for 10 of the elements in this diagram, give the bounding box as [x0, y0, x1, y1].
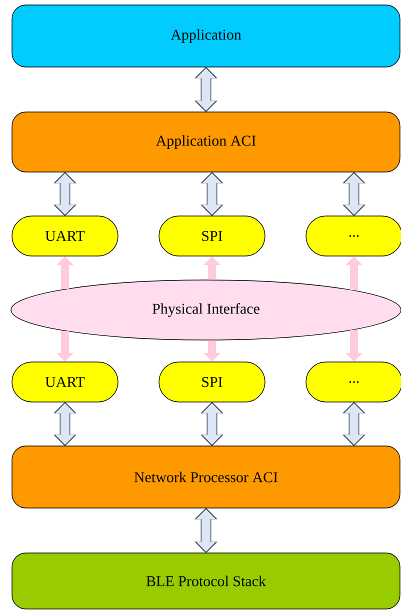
layer-box: Application ACI	[12, 112, 400, 172]
interface-pill: SPI	[158, 216, 266, 256]
interface-pill: UART	[12, 362, 118, 402]
layer-box: BLE Protocol Stack	[12, 552, 400, 610]
interface-pill: ...	[306, 362, 401, 402]
layer-box: Network Processor ACI	[12, 446, 400, 508]
interface-pill: SPI	[158, 362, 266, 402]
interface-pill: UART	[12, 216, 118, 256]
layer-box: Application	[12, 4, 400, 68]
interface-pill: ...	[306, 216, 401, 256]
